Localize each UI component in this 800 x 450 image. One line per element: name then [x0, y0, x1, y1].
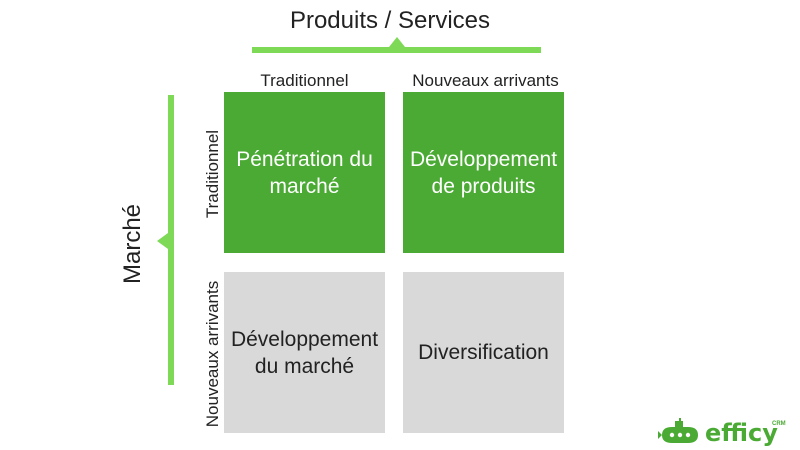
axis-title-products-services: Produits / Services — [289, 7, 491, 34]
axis-title-market: Marché — [119, 203, 146, 285]
quadrant-label: Diversification — [418, 341, 549, 364]
quadrant-product-development: Développement de produits — [403, 92, 564, 253]
quadrant-diversification: Diversification — [403, 272, 564, 433]
left-axis-arrow-icon — [157, 233, 168, 249]
quadrant-market-development: Développement du marché — [224, 272, 385, 433]
row-label-new-entrants: Nouveaux arrivants — [203, 280, 222, 428]
quadrant-label: Développement du marché — [230, 327, 379, 378]
quadrant-label: Pénétration du marché — [236, 147, 373, 198]
submarine-icon — [658, 418, 698, 443]
quadrant-market-penetration: Pénétration du marché — [224, 92, 385, 253]
column-label-new-entrants: Nouveaux arrivants — [412, 71, 559, 90]
row-label-traditional: Traditionnel — [203, 129, 222, 219]
column-label-traditional: Traditionnel — [260, 71, 349, 90]
logo-wordmark: efficy — [705, 419, 778, 447]
top-axis-arrow-icon — [389, 37, 405, 47]
quadrant-label: Développement de produits — [409, 147, 558, 198]
top-axis-bar — [252, 47, 541, 53]
left-axis-bar — [168, 95, 174, 385]
logo-suffix: CRM — [772, 421, 786, 427]
